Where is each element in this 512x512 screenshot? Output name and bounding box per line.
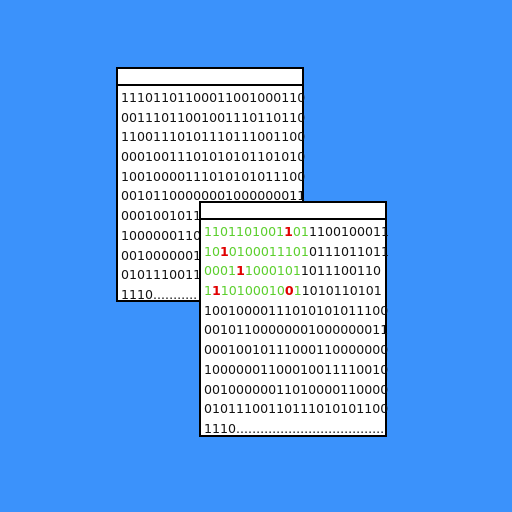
binary-line: 01011100110111010101100 bbox=[204, 399, 389, 419]
highlighted-digits-green: 0100011101 bbox=[228, 243, 309, 259]
binary-line: 00010010111000110000000 bbox=[204, 340, 389, 360]
binary-line: 1110........... bbox=[121, 286, 198, 302]
highlighted-digits-red: 1 bbox=[220, 243, 229, 259]
highlighted-digits-red: 1 bbox=[236, 263, 245, 279]
binary-line: 11001110101110111001100 bbox=[121, 129, 306, 145]
binary-line: 00010011101010101101010 bbox=[121, 149, 306, 165]
binary-document-back: 11101101100011001000110 00111011001001110… bbox=[116, 67, 306, 305]
highlighted-digits-green: 0001 bbox=[204, 263, 237, 279]
binary-line: 1110....................................… bbox=[204, 419, 385, 439]
highlighted-digits-red: 0 bbox=[284, 283, 294, 299]
binary-digits: 1011100110 bbox=[300, 263, 382, 279]
highlighted-digits-green: 1000101 bbox=[244, 263, 301, 279]
binary-digits: 0111011011 bbox=[308, 243, 390, 259]
binary-line: 00100000011010000110000 bbox=[204, 380, 389, 400]
binary-text-block: 11101101100011001000110 00111011001001110… bbox=[118, 86, 306, 305]
binary-digits: 00100000011010000110000 bbox=[204, 381, 389, 397]
binary-line: 10000001100010011110010 bbox=[204, 360, 389, 380]
document-title-bar bbox=[201, 203, 385, 220]
binary-line: 00101100000001000000011 bbox=[204, 320, 389, 340]
highlighted-digits-red: 1 bbox=[284, 224, 293, 239]
binary-line: 11101101100011001000110 bbox=[121, 90, 306, 105]
highlighted-digits-green: 1 bbox=[293, 283, 302, 299]
binary-digits: 1100100011 bbox=[308, 224, 390, 239]
highlighted-digits-green: 01 bbox=[292, 224, 309, 239]
binary-line: 10010000111010101011100 bbox=[121, 168, 306, 184]
binary-line: 0001110001011011100110 bbox=[204, 261, 385, 281]
binary-line: 0001001011 bbox=[121, 208, 202, 224]
binary-line: 10010000111010101011100 bbox=[204, 301, 389, 321]
binary-digits: 01011100110111010101100 bbox=[204, 401, 389, 417]
highlighted-digits-red: 1 bbox=[212, 283, 221, 299]
binary-digits: 00101100000001000000011 bbox=[204, 322, 389, 338]
binary-digits: 1110....................................… bbox=[204, 420, 385, 436]
binary-line: 00101100000001000000011 bbox=[121, 188, 306, 204]
binary-line: 00111011001001110110110 bbox=[121, 109, 306, 125]
binary-digits: 1010110101 bbox=[301, 283, 382, 299]
binary-line: 1110100010011010110101 bbox=[204, 281, 385, 301]
binary-line: 0101110011 bbox=[121, 267, 202, 283]
highlighted-digits-green: 10100010 bbox=[220, 283, 285, 299]
binary-digits: 10000001100010011110010 bbox=[204, 361, 389, 377]
binary-digits: 00010010111000110000000 bbox=[204, 342, 389, 358]
document-title-bar bbox=[118, 69, 302, 86]
highlighted-digits-green: 1101101001 bbox=[204, 224, 285, 239]
binary-digits: 10010000111010101011100 bbox=[204, 302, 389, 318]
binary-line: 0010000001 bbox=[121, 247, 202, 263]
binary-line: 11011010011011100100011 bbox=[204, 222, 389, 242]
binary-line: 10101000111010111011011 bbox=[204, 242, 389, 262]
binary-line: 1000000110 bbox=[121, 227, 202, 243]
highlighted-digits-green: 10 bbox=[204, 243, 221, 259]
highlighted-digits-green: 1 bbox=[204, 283, 213, 299]
